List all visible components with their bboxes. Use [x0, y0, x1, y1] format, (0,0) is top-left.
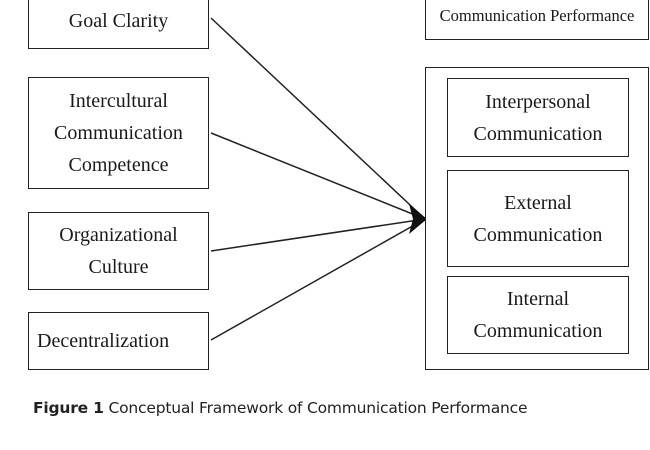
decentralization-line-1: Decentralization [37, 330, 170, 352]
internal-communication-line-2: Communication [473, 320, 603, 342]
internal-communication-line-1: Internal [506, 288, 570, 310]
organizational-culture-line-2: Culture [88, 256, 149, 278]
interpersonal-communication-line-2: Communication [473, 122, 603, 145]
internal-communication-box: Internal Communication [447, 276, 629, 354]
organizational-culture-box: Organizational Culture [28, 212, 209, 290]
interpersonal-communication-box: Interpersonal Communication [447, 78, 629, 157]
organizational-culture-line-1: Organizational [59, 224, 178, 246]
intercultural-competence-line-2: Communication [54, 122, 183, 144]
arrow-organizational-culture [210, 218, 426, 252]
arrow-goal-clarity [210, 17, 426, 220]
goal-clarity-box: Goal Clarity [28, 0, 209, 49]
intercultural-competence-line-3: Competence [68, 154, 169, 176]
figure-caption: Figure 1 Conceptual Framework of Communi… [33, 399, 527, 417]
intercultural-competence-box: Intercultural Communication Competence [28, 77, 209, 189]
decentralization-box: Decentralization [28, 312, 209, 370]
figure-label: Figure 1 [33, 399, 104, 417]
interpersonal-communication-line-1: Interpersonal [485, 90, 591, 113]
figure-caption-text: Conceptual Framework of Communication Pe… [108, 399, 528, 417]
intercultural-competence-line-1: Intercultural [69, 90, 168, 112]
arrow-intercultural-competence [210, 132, 426, 220]
communication-performance-header-box: Communication Performance [425, 0, 649, 40]
external-communication-line-2: Communication [473, 223, 603, 246]
external-communication-line-1: External [504, 191, 572, 214]
communication-performance-header: Communication Performance [439, 6, 635, 25]
goal-clarity-line-1: Goal Clarity [68, 9, 169, 32]
arrow-decentralization [210, 218, 426, 341]
external-communication-box: External Communication [447, 170, 629, 267]
